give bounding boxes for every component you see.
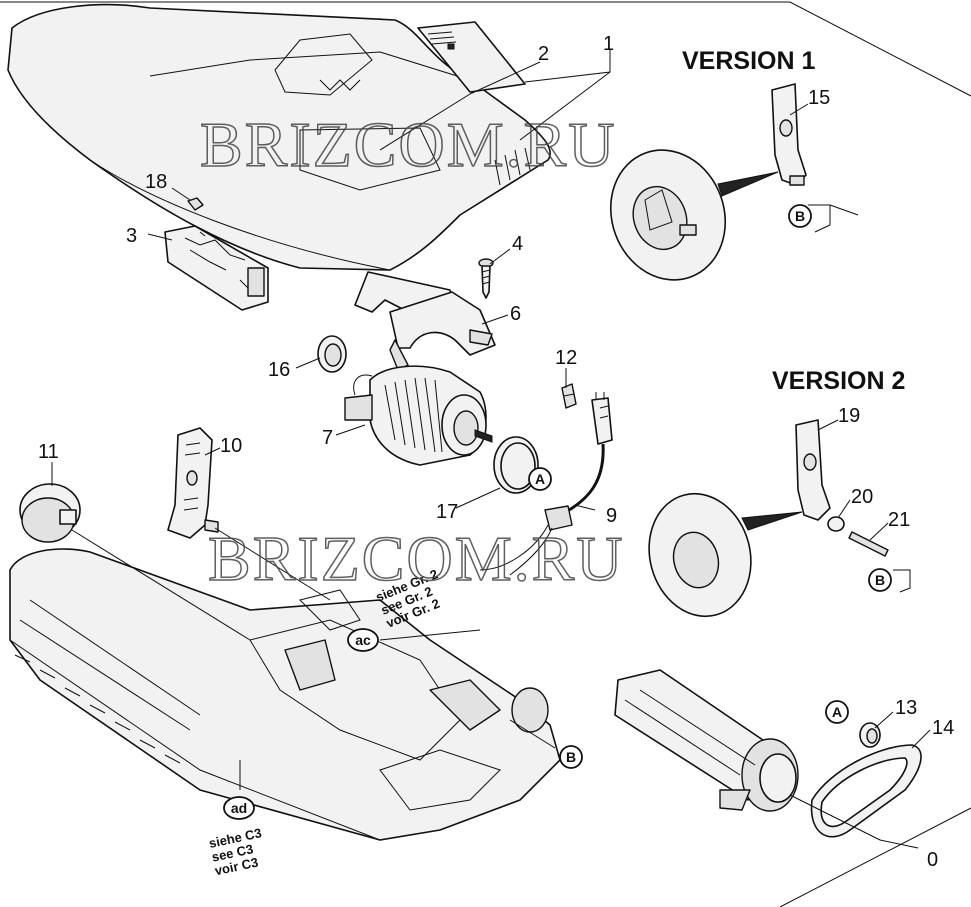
part-10-side-bracket — [167, 427, 219, 539]
part-18-clip — [187, 197, 204, 211]
part-9-cable — [479, 392, 613, 576]
version-2-title: VERSION 2 — [772, 367, 905, 395]
label-14: 14 — [932, 717, 954, 739]
part-12-connector — [561, 383, 577, 409]
callout-b-base: B — [559, 745, 583, 769]
callout-a-motor: A — [528, 467, 552, 491]
label-0: 0 — [927, 849, 938, 871]
part-2-label — [417, 21, 526, 93]
label-3: 3 — [126, 225, 137, 247]
part-16-ring — [317, 335, 347, 373]
note-see-c3: siehe C3 see C3 voir C3 — [208, 825, 263, 878]
label-12: 12 — [555, 347, 577, 369]
label-7: 7 — [322, 427, 333, 449]
part-3-circuit-board — [164, 225, 269, 311]
part-17-belt-ring — [493, 436, 539, 494]
label-9: 9 — [606, 505, 617, 527]
leader-lines — [51, 50, 931, 849]
callout-ad: ad — [223, 796, 255, 820]
part-4-screw — [478, 258, 494, 299]
svg-text:B: B — [795, 208, 805, 224]
callout-b-version2: B — [868, 568, 892, 592]
svg-text:B: B — [566, 749, 576, 765]
svg-text:A: A — [535, 471, 545, 487]
label-2: 2 — [538, 43, 549, 65]
label-11: 11 — [38, 441, 59, 463]
part-14-toothed-belt — [810, 744, 922, 838]
part-13-pulley — [859, 722, 881, 748]
label-13: 13 — [895, 697, 917, 719]
watermark-bottom: BRIZCOM.RU — [208, 523, 625, 594]
svg-text:ac: ac — [355, 632, 371, 648]
label-16: 16 — [268, 359, 290, 381]
label-4: 4 — [512, 233, 523, 255]
callout-b-version1: B — [788, 204, 812, 228]
callout-ac: ac — [347, 628, 379, 652]
label-17: 17 — [436, 501, 458, 523]
part-1-top-cover — [7, 3, 551, 271]
svg-text:B: B — [875, 572, 885, 588]
label-6: 6 — [510, 303, 521, 325]
label-21: 21 — [888, 509, 910, 531]
label-19: 19 — [838, 405, 860, 427]
part-11-wheel — [19, 483, 81, 543]
version-1-title: VERSION 1 — [682, 47, 815, 75]
callout-bubbles: A A B B B ac ad — [223, 204, 892, 820]
label-10: 10 — [220, 435, 242, 457]
callout-a-roller: A — [825, 700, 849, 724]
base-housing — [9, 548, 561, 841]
part-6-motor-brackets — [354, 271, 496, 371]
label-18: 18 — [145, 171, 167, 193]
brush-roller — [614, 669, 799, 812]
label-15: 15 — [808, 87, 830, 109]
label-20: 20 — [851, 486, 873, 508]
watermark-top: BRIZCOM.RU — [200, 109, 617, 180]
svg-text:ad: ad — [231, 800, 247, 816]
part-number-labels: 0 1 2 3 4 6 7 9 10 11 12 13 14 15 16 17 … — [38, 33, 954, 871]
part-7-motor — [344, 365, 493, 466]
version-2-assembly — [648, 419, 911, 618]
label-1: 1 — [603, 33, 614, 55]
svg-text:A: A — [832, 704, 842, 720]
version-1-assembly — [609, 83, 859, 281]
note-see-gr2: siehe Gr. 2 see Gr. 2 voir Gr. 2 — [374, 566, 442, 631]
